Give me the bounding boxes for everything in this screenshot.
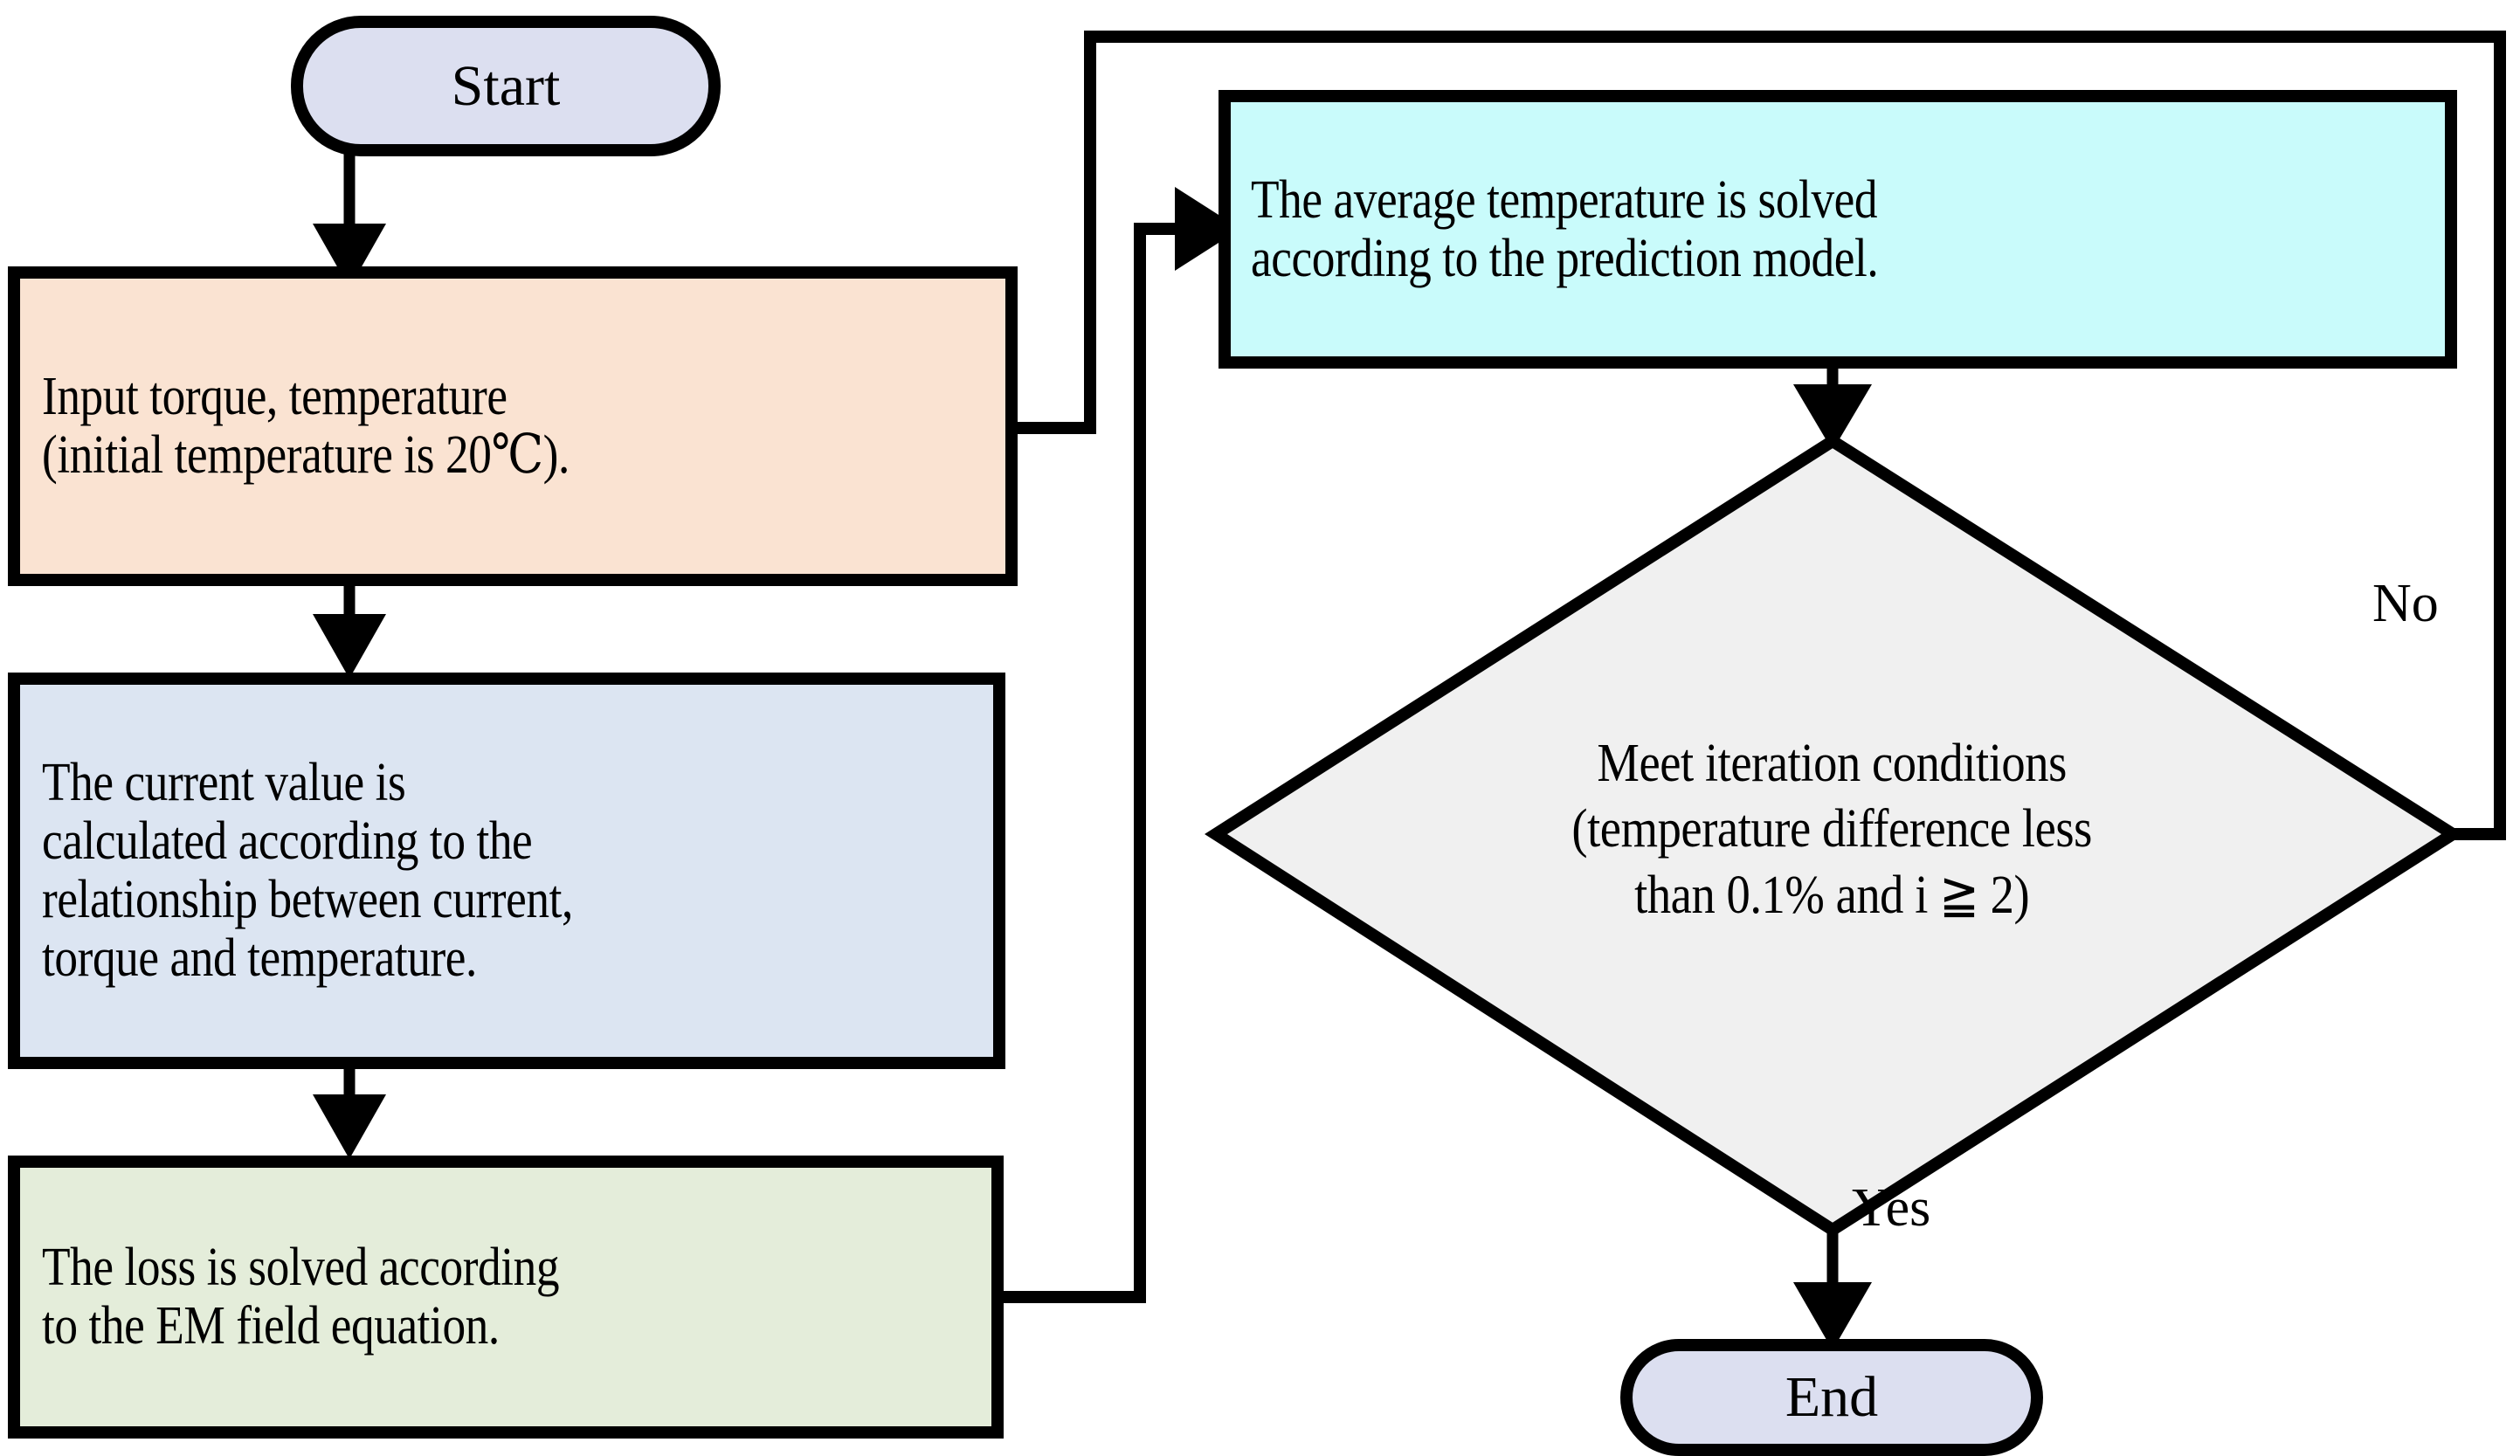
edge-loss-to-average-temperature	[996, 187, 1240, 1303]
edge-start-to-input	[313, 150, 386, 288]
edge-label-no: No	[2372, 574, 2439, 633]
node-start-shape[interactable]	[291, 16, 721, 156]
node-average-temperature-shape[interactable]	[1219, 90, 2457, 369]
edge-label-yes: Yes	[1852, 1178, 1931, 1238]
node-input-shape[interactable]	[8, 266, 1018, 586]
edge-current-to-loss	[313, 1061, 386, 1159]
node-decision-shape[interactable]	[1205, 433, 2465, 1238]
node-end-shape[interactable]	[1620, 1339, 2043, 1456]
edge-input-to-current	[313, 579, 386, 679]
edge-decision-yes-to-end	[1793, 1232, 1872, 1350]
node-current-shape[interactable]	[8, 673, 1005, 1069]
node-loss-shape[interactable]	[8, 1156, 1004, 1439]
